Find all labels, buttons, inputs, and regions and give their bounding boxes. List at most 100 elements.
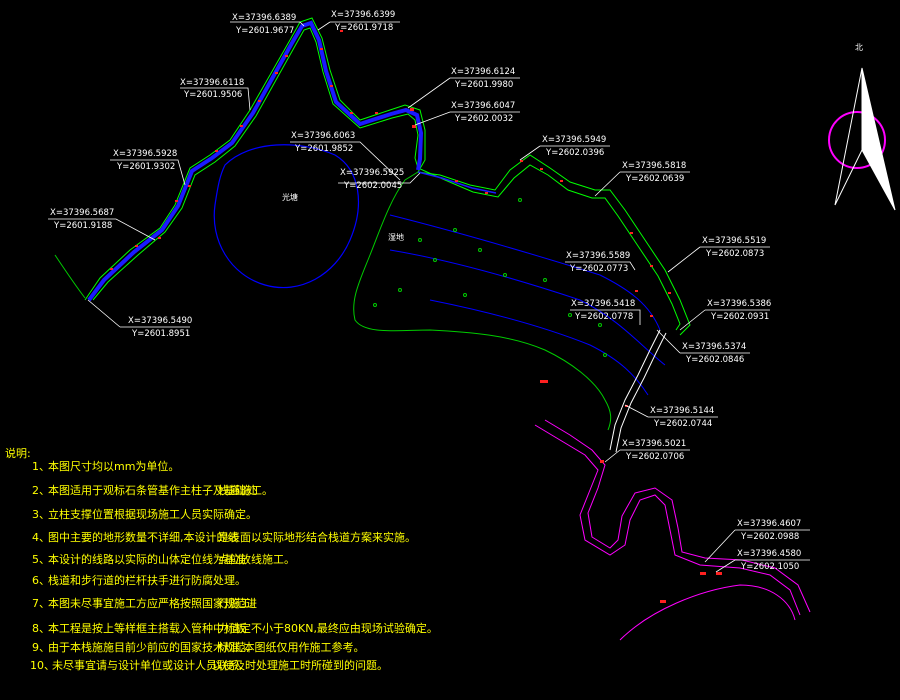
note-item: 3、 立柱支撑位置根据现场施工人员实际确定。 (32, 507, 257, 521)
note-item: 5、 本设计的线路以实际的山体定位线为基准 点位放线施工。 (32, 552, 295, 566)
coord-x-label: X=37396.6124 (451, 67, 515, 77)
coord-y-label: Y=2602.0778 (574, 312, 633, 322)
coord-x-label: X=37396.5928 (113, 149, 177, 159)
pond-label: 光塘 (282, 192, 298, 202)
svg-text:4、: 4、 (32, 531, 50, 544)
svg-text:栈道施工。: 栈道施工。 (218, 483, 273, 497)
coord-x-label: X=37396.5589 (566, 251, 630, 261)
design-notes: 说明: 1、 本图尺寸均以mm为单位。 2、 本图适用于观标石条管基作主柱子及基… (5, 446, 438, 672)
svg-text:本图适用于观标石条管基作主柱子及基础处: 本图适用于观标石条管基作主柱子及基础处 (48, 483, 257, 497)
coord-x-label: X=37396.5418 (571, 299, 635, 309)
coord-y-label: Y=2602.0706 (625, 452, 684, 462)
boardwalk-inner-edge (92, 27, 681, 331)
svg-text:本图未尽事宜施工方应严格按照国家规范进: 本图未尽事宜施工方应严格按照国家规范进 (48, 596, 257, 610)
svg-text:本工程是按上等样框主搭载入管种中标板: 本工程是按上等样框主搭载入管种中标板 (48, 621, 246, 635)
coord-x-label: X=37396.4607 (737, 519, 801, 529)
note-item: 10、 未尽事宜请与设计单位或设计人员联系, 以使及时处理施工时所碰到的问题。 (30, 658, 388, 672)
coord-y-label: Y=2602.0744 (653, 419, 712, 429)
wetland-channel-2 (429, 299, 649, 396)
svg-text:未尽事宜请与设计单位或设计人员联系,: 未尽事宜请与设计单位或设计人员联系, (52, 658, 243, 672)
note-item: 8、 本工程是按上等样框主搭载入管种中标板 力值定不小于80KN,最终应由现场试… (32, 621, 438, 635)
coord-x-label: X=37396.5519 (702, 236, 766, 246)
coord-y-label: Y=2602.0773 (569, 264, 628, 274)
note-item: 6、 栈道和步行道的栏杆扶手进行防腐处理。 (32, 573, 246, 587)
coord-x-label: X=37396.5386 (707, 299, 771, 309)
lower-road-curve (619, 584, 796, 641)
svg-text:由于本栈施施目前少前应的国家技术规范,: 由于本栈施施目前少前应的国家技术规范, (48, 640, 250, 654)
wetland-channel-1 (389, 249, 666, 366)
note-item: 4、 图中主要的地形数量不详细,本设计的线 是表面以实际地形结合栈道方案来实施。 (32, 530, 416, 544)
svg-text:栈道和步行道的栏杆扶手进行防腐处理。: 栈道和步行道的栏杆扶手进行防腐处理。 (48, 573, 246, 587)
coord-x-label: X=37396.4580 (737, 549, 801, 559)
coord-x-label: X=37396.5374 (682, 342, 746, 352)
coord-y-label: Y=2602.0032 (454, 114, 513, 124)
coord-y-label: Y=2602.0639 (625, 174, 684, 184)
coord-y-label: Y=2602.0873 (705, 249, 764, 259)
north-arrow-icon: 北 (828, 43, 896, 211)
coord-y-label: Y=2601.8951 (131, 329, 190, 339)
svg-text:图中主要的地形数量不详细,本设计的线: 图中主要的地形数量不详细,本设计的线 (48, 530, 239, 544)
coord-y-label: Y=2602.0396 (545, 148, 604, 158)
coord-x-label: X=37396.5687 (50, 208, 114, 218)
note-item: 9、 由于本栈施施目前少前应的国家技术规范, 标准,本图纸仅用作施工参考。 (32, 640, 365, 654)
coord-y-label: Y=2602.1050 (740, 562, 799, 572)
svg-text:5、: 5、 (32, 553, 50, 566)
note-item: 1、 本图尺寸均以mm为单位。 (32, 459, 179, 473)
svg-text:10、: 10、 (30, 659, 55, 672)
wetland-lower-edge (389, 214, 661, 331)
coord-y-label: Y=2602.0988 (740, 532, 799, 542)
boardwalk-east-blue (417, 171, 497, 194)
coord-x-label: X=37396.5021 (622, 439, 686, 449)
coord-x-label: X=37396.6399 (331, 10, 395, 20)
north-label: 北 (855, 43, 863, 52)
svg-text:1、: 1、 (32, 460, 50, 473)
svg-text:2、: 2、 (32, 484, 50, 497)
coord-y-label: Y=2601.9852 (294, 144, 353, 154)
svg-text:行施工。: 行施工。 (218, 597, 262, 610)
wetland-label: 湿地 (388, 232, 404, 242)
svg-text:是表面以实际地形结合栈道方案来实施。: 是表面以实际地形结合栈道方案来实施。 (218, 530, 416, 544)
svg-text:点位放线施工。: 点位放线施工。 (218, 552, 295, 566)
svg-text:8、: 8、 (32, 622, 50, 635)
coordinate-labels: X=37396.6389 Y=2601.9677 X=37396.6399 Y=… (50, 10, 801, 572)
wetland-markers (373, 198, 607, 357)
svg-text:3、: 3、 (32, 508, 50, 521)
coord-y-label: Y=2602.0846 (685, 355, 744, 365)
coord-y-label: Y=2601.9677 (235, 26, 294, 36)
coord-x-label: X=37396.6118 (180, 78, 244, 88)
coord-x-label: X=37396.6047 (451, 101, 515, 111)
boardwalk-centerline (87, 20, 424, 302)
boardwalk-outer-edge (84, 17, 691, 336)
left-terrain-edge (54, 254, 86, 299)
notes-title: 说明: (5, 446, 31, 460)
coord-x-label: X=37396.5949 (542, 135, 606, 145)
coord-y-label: Y=2601.9718 (334, 23, 393, 33)
coord-y-label: Y=2602.0045 (343, 181, 402, 191)
pond-outline (213, 144, 360, 289)
coord-x-label: X=37396.5925 (340, 168, 404, 178)
svg-text:7、: 7、 (32, 597, 50, 610)
coord-y-label: Y=2601.9980 (454, 80, 513, 90)
svg-text:立柱支撑位置根据现场施工人员实际确定。: 立柱支撑位置根据现场施工人员实际确定。 (48, 507, 257, 521)
coord-y-label: Y=2602.0931 (710, 312, 769, 322)
svg-text:6、: 6、 (32, 574, 50, 587)
svg-text:本图尺寸均以mm为单位。: 本图尺寸均以mm为单位。 (48, 459, 179, 473)
coord-y-label: Y=2601.9188 (53, 221, 112, 231)
coord-x-label: X=37396.6063 (291, 131, 355, 141)
svg-text:9、: 9、 (32, 641, 50, 654)
coord-x-label: X=37396.5144 (650, 406, 714, 416)
leader-lines (48, 21, 810, 573)
coord-y-label: Y=2601.9302 (116, 162, 175, 172)
footbridge (609, 329, 667, 453)
svg-text:以使及时处理施工时所碰到的问题。: 以使及时处理施工时所碰到的问题。 (212, 658, 388, 672)
coord-y-label: Y=2601.9506 (183, 90, 242, 100)
svg-text:标准,本图纸仅用作施工参考。: 标准,本图纸仅用作施工参考。 (218, 640, 365, 654)
coord-x-label: X=37396.5490 (128, 316, 192, 326)
note-item: 7、 本图未尽事宜施工方应严格按照国家规范进 行施工。 (32, 596, 262, 610)
wetland-outline (353, 171, 612, 431)
coord-x-label: X=37396.6389 (232, 13, 296, 23)
coord-x-label: X=37396.5818 (622, 161, 686, 171)
svg-text:力值定不小于80KN,最终应由现场试验确定。: 力值定不小于80KN,最终应由现场试验确定。 (218, 621, 438, 635)
